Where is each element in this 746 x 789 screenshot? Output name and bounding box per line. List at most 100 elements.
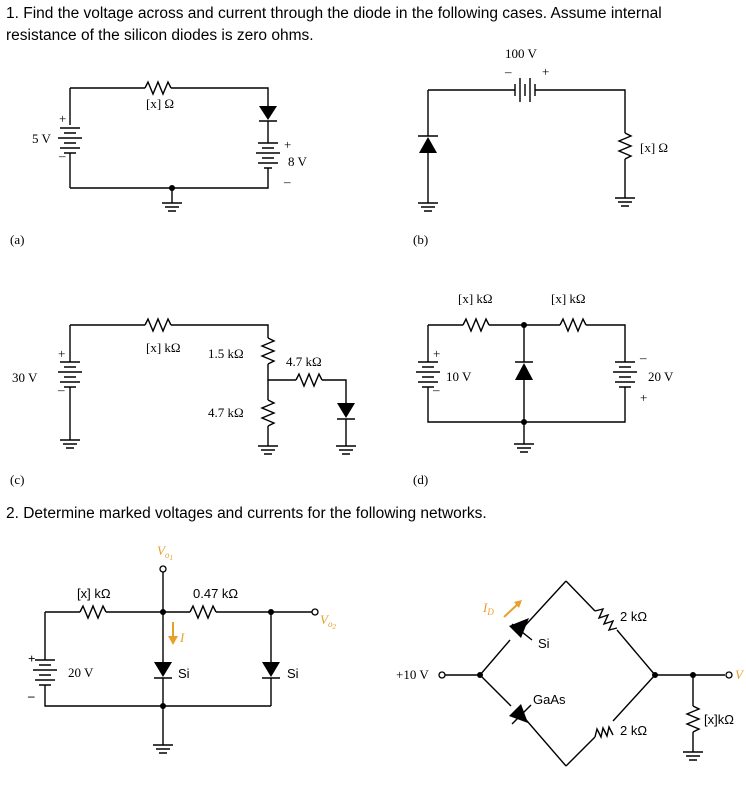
circuit-f: +10 V V ID Si GaAs 2 kΩ xyxy=(396,580,745,767)
battery-100v xyxy=(514,78,536,102)
battery-30v xyxy=(58,361,82,388)
vo1-label: Vo1 xyxy=(157,543,173,562)
current-id-arrow xyxy=(503,602,520,618)
source-d-right-label: 20 V xyxy=(648,369,674,384)
diode-b xyxy=(419,137,437,153)
caption-d: (d) xyxy=(413,472,428,487)
resistor-c4-label: 4.7 kΩ xyxy=(208,405,244,420)
diode-e1-label: Si xyxy=(178,666,190,681)
source-a-minus: – xyxy=(58,148,66,163)
resistor-c3-label: 4.7 kΩ xyxy=(286,354,322,369)
resistor-b-label: [x] Ω xyxy=(640,140,668,155)
resistor-f2-label: 2 kΩ xyxy=(620,723,647,738)
resistor-d2 xyxy=(559,317,587,333)
output-f-label: V xyxy=(735,667,745,682)
diode-f-si-label: Si xyxy=(538,636,550,651)
resistor-c2 xyxy=(260,337,276,365)
question-1-line-2: resistance of the silicon diodes is zero… xyxy=(6,27,314,44)
diode-e1 xyxy=(154,662,172,677)
diode-a xyxy=(259,106,277,120)
resistor-a-label: [x] Ω xyxy=(146,96,174,111)
battery-a-plus: + xyxy=(284,137,291,152)
source-b-plus: + xyxy=(542,64,549,79)
resistor-e2-label: 0.47 kΩ xyxy=(193,586,238,601)
source-b-label: 100 V xyxy=(505,46,538,61)
resistor-e1-label: [x] kΩ xyxy=(77,586,111,601)
diode-f-si xyxy=(509,618,529,638)
resistor-c1 xyxy=(144,317,172,333)
diode-e2-label: Si xyxy=(287,666,299,681)
source-c-plus: + xyxy=(58,346,65,361)
source-c-label: 30 V xyxy=(12,370,38,385)
resistor-c3 xyxy=(295,372,323,388)
circuit-e: Vo1 Vo2 I Si Si + – 20 V xyxy=(27,543,336,754)
resistor-d1-label: [x] kΩ xyxy=(458,291,493,306)
input-f-label: +10 V xyxy=(396,667,429,682)
vo2-terminal xyxy=(311,608,319,616)
source-e-label: 20 V xyxy=(68,665,94,680)
diode-f-gaas xyxy=(509,704,528,723)
source-a-label: 5 V xyxy=(32,131,52,146)
source-d-right-plus: + xyxy=(640,390,647,405)
source-d-left-plus: + xyxy=(433,346,440,361)
resistor-f1-label: 2 kΩ xyxy=(620,609,647,624)
resistor-c1-label: [x] kΩ xyxy=(146,340,181,355)
ground-b-left xyxy=(418,202,438,212)
battery-e-20v xyxy=(33,659,57,686)
ground-e xyxy=(153,706,173,754)
caption-b: (b) xyxy=(413,232,428,247)
diode-d xyxy=(515,363,533,380)
ground-c-left xyxy=(60,439,80,449)
resistor-a xyxy=(144,80,172,96)
source-d-left-minus: – xyxy=(432,382,440,397)
resistor-f3-label: [x]kΩ xyxy=(704,712,734,727)
resistor-e1 xyxy=(79,604,107,620)
ground-c-mid xyxy=(258,445,278,455)
current-i-label: I xyxy=(179,630,185,645)
output-f-terminal xyxy=(725,671,733,679)
caption-c: (c) xyxy=(10,472,24,487)
source-e-plus: + xyxy=(28,651,35,666)
source-a-plus: + xyxy=(59,111,66,126)
diode-f-gaas-label: GaAs xyxy=(533,692,566,707)
question-2-text: 2. Determine marked voltages and current… xyxy=(6,505,487,522)
vo1-terminal xyxy=(159,565,167,573)
battery-20v xyxy=(613,361,637,388)
circuit-a: [x] Ω 5 V + – 8 V + – (a) xyxy=(10,80,308,247)
ground-c-diode xyxy=(336,445,356,455)
circuit-d: [x] kΩ [x] kΩ 10 V + – 20 V – + (d) xyxy=(413,291,674,487)
battery-a-minus: – xyxy=(283,174,291,189)
battery-8v xyxy=(256,142,280,169)
resistor-c2-label: 1.5 kΩ xyxy=(208,346,244,361)
source-d-left-label: 10 V xyxy=(446,369,472,384)
caption-a: (a) xyxy=(10,232,24,247)
ground-b-right xyxy=(615,197,635,207)
vo2-label: Vo2 xyxy=(320,612,336,631)
resistor-e2 xyxy=(189,604,217,620)
resistor-c4 xyxy=(260,399,276,427)
battery-5v xyxy=(58,127,82,154)
ground-f xyxy=(683,732,703,761)
current-id-label: ID xyxy=(482,600,494,617)
resistor-f2 xyxy=(594,724,614,740)
circuit-c: [x] kΩ 1.5 kΩ 4.7 kΩ 4.7 kΩ 30 V + – (c) xyxy=(10,317,356,487)
source-d-right-minus: – xyxy=(639,350,647,365)
question-1-line-1: 1. Find the voltage across and current t… xyxy=(6,5,662,22)
circuit-b: 100 V – + [x] Ω (b) xyxy=(413,46,668,247)
resistor-d1 xyxy=(462,317,490,333)
input-f-terminal xyxy=(438,671,446,679)
resistor-d2-label: [x] kΩ xyxy=(551,291,586,306)
source-c-minus: – xyxy=(57,382,65,397)
battery-a-label: 8 V xyxy=(288,154,308,169)
ground-d xyxy=(514,422,534,453)
ground-a xyxy=(162,188,182,212)
battery-10v xyxy=(416,361,440,388)
source-e-minus: – xyxy=(27,688,35,703)
source-b-minus: – xyxy=(504,64,512,79)
resistor-b xyxy=(617,132,633,160)
diode-c xyxy=(337,403,355,418)
resistor-f3 xyxy=(685,705,701,733)
diode-e2 xyxy=(262,662,280,677)
resistor-f1 xyxy=(594,607,618,632)
